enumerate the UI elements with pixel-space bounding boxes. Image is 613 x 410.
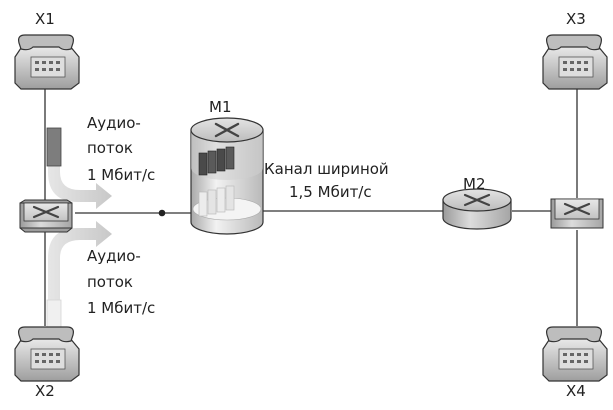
node-label-m1: M1 [209, 98, 232, 116]
router-m1 [190, 117, 264, 235]
queue-dark-packets [198, 146, 235, 176]
switch-left [19, 199, 73, 233]
links [44, 88, 578, 326]
phone-x3 [542, 34, 608, 90]
stream-top-line2: поток [87, 139, 133, 157]
queue-light-packets [198, 185, 235, 217]
node-label-x4: X4 [566, 382, 586, 400]
link-label-line2: 1,5 Мбит/с [289, 183, 372, 201]
node-label-x2: X2 [35, 382, 55, 400]
phone-x4 [542, 326, 608, 382]
stream-arrow-top [46, 127, 112, 209]
link-endpoint-dot [158, 209, 166, 217]
packet-top [46, 127, 62, 167]
stream-top-line3: 1 Мбит/с [87, 166, 156, 184]
link-label-line1: Канал шириной [264, 160, 389, 178]
node-label-x3: X3 [566, 10, 586, 28]
switch-right [550, 198, 604, 229]
node-label-m2: M2 [463, 175, 486, 193]
stream-top-line1: Аудио- [87, 114, 141, 132]
stream-bottom-line3: 1 Мбит/с [87, 299, 156, 317]
phone-x1 [14, 34, 80, 90]
stream-bottom-line1: Аудио- [87, 247, 141, 265]
router-m2 [442, 188, 512, 230]
stream-bottom-line2: поток [87, 273, 133, 291]
phone-x2 [14, 326, 80, 382]
node-label-x1: X1 [35, 10, 55, 28]
